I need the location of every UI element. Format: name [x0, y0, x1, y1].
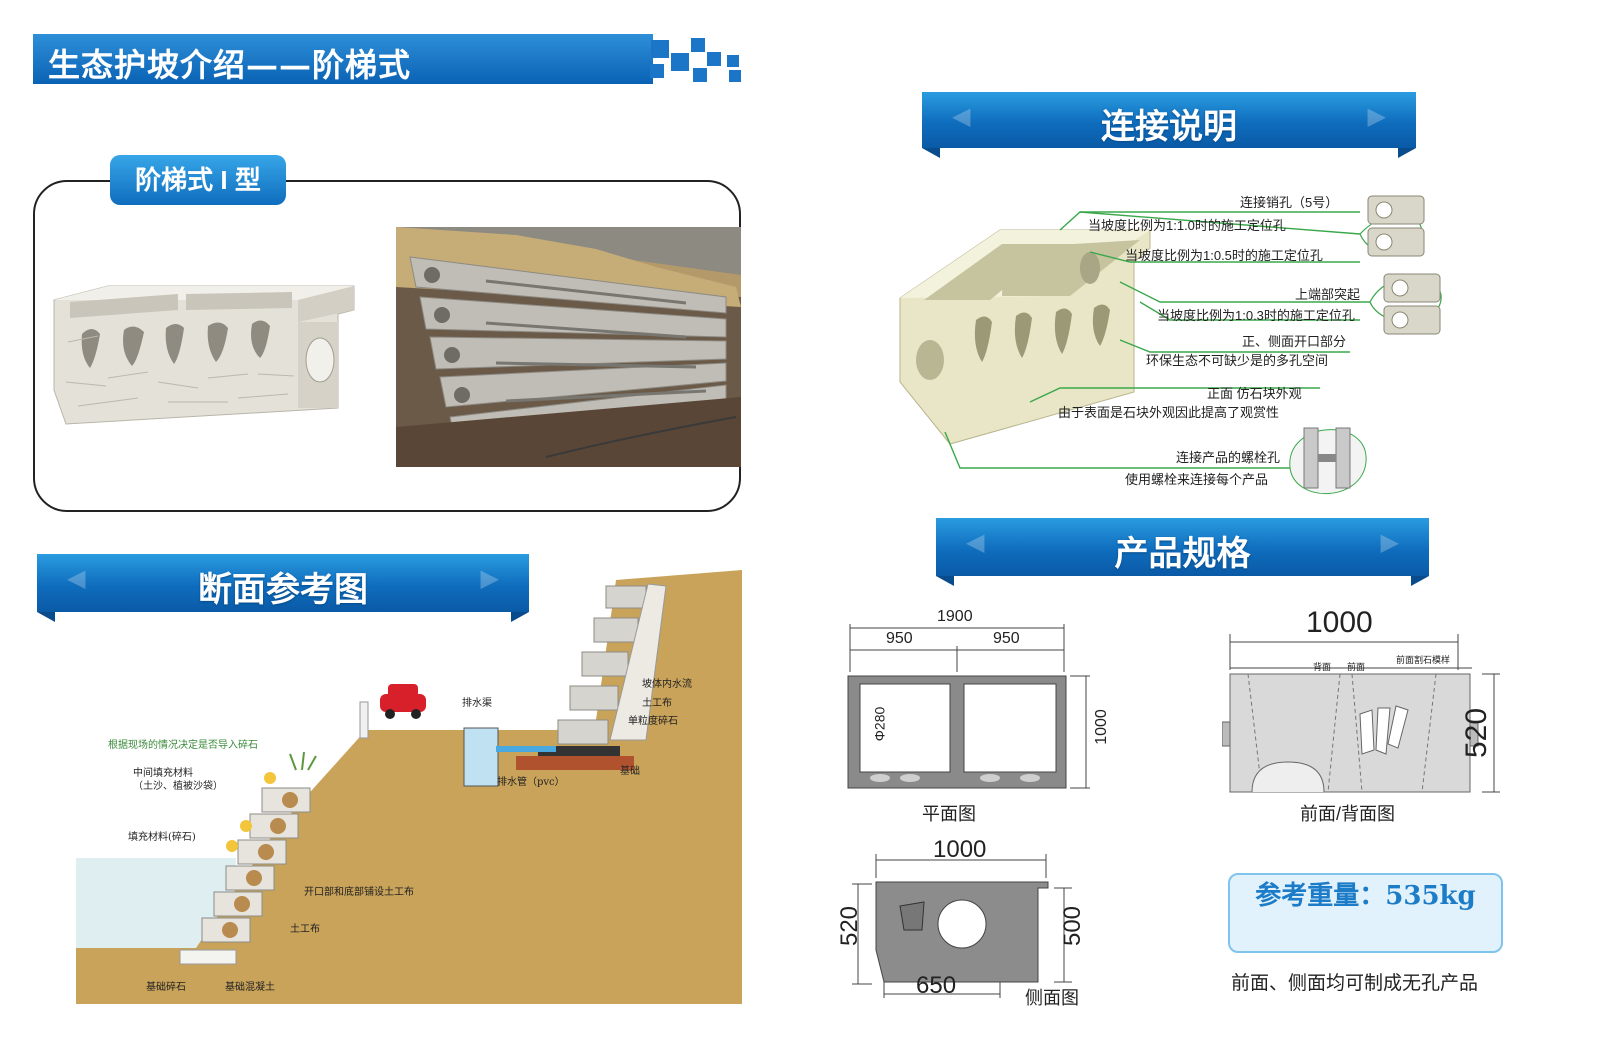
label-geotextile-2: 土工布 [642, 698, 672, 709]
label-base-stone: 基础碎石 [146, 982, 186, 993]
connection-title: 连接说明 [1101, 107, 1237, 147]
callout-porous-space: 环保生态不可缺少是的多孔空间 [1146, 353, 1329, 368]
label-single-gravel: 单粒度碎石 [628, 716, 678, 727]
label-slope-water: 坡体内水流 [642, 679, 692, 690]
callout-bolt-connect: 使用螺栓来连接每个产品 [1125, 472, 1269, 487]
callout-slope-0-3: 当坡度比例为1:0.3时的施工定位孔 [1157, 308, 1355, 323]
section-note: 根据现场的情况决定是否导入碎石 [108, 740, 258, 751]
side-left-dim: 520 [836, 905, 864, 947]
section-title: 断面参考图 [198, 570, 368, 610]
page-title: 生态护坡介绍——阶梯式 [48, 46, 412, 84]
label-drain-channel: 排水渠 [462, 698, 492, 709]
label-geotextile-open: 开口部和底部铺设土工布 [304, 887, 414, 898]
cross-section-diagram [76, 570, 742, 1004]
side-caption: 侧面图 [1025, 988, 1079, 1008]
callout-top-protrusion: 上端部突起 [1295, 287, 1361, 302]
label-mid-fill-sub: （土沙、植被沙袋） [133, 781, 223, 792]
front-back-label: 背面 [1313, 662, 1332, 672]
front-height-dim: 520 [1460, 707, 1494, 759]
front-front-label: 前面 [1347, 662, 1366, 672]
spec-note: 前面、侧面均可制成无孔产品 [1231, 973, 1479, 994]
callout-bolt-hole: 连接产品的螺栓孔 [1176, 450, 1281, 465]
spec-title: 产品规格 [1114, 534, 1251, 574]
front-caption: 前面/背面图 [1300, 804, 1396, 824]
callout-openings: 正、侧面开口部分 [1242, 334, 1347, 349]
plan-right-dim: 950 [993, 630, 1020, 647]
front-back-view-drawing [1222, 634, 1500, 793]
plan-total-dim: 1900 [937, 608, 973, 625]
label-foundation: 基础 [620, 766, 640, 777]
type-tag: 阶梯式 I 型 [110, 155, 286, 205]
side-top-dim: 1000 [933, 836, 987, 863]
front-width-dim: 1000 [1306, 606, 1373, 639]
side-view-drawing [852, 854, 1072, 998]
callout-stone-look: 正面 仿石块外观 [1207, 386, 1302, 401]
plan-view-drawing [847, 624, 1090, 789]
callout-slope-1-0: 当坡度比例为1:1.0时的施工定位孔 [1088, 218, 1286, 233]
plan-hole-dim: Φ280 [871, 706, 888, 742]
plan-caption: 平面图 [922, 804, 976, 824]
label-base-concrete: 基础混凝土 [225, 982, 275, 993]
callout-aesthetic: 由于表面是石块外观因此提高了观赏性 [1058, 405, 1280, 420]
label-fill: 填充材料(碎石) [128, 832, 196, 843]
side-bottom-dim: 650 [916, 972, 957, 999]
connection-diagram [899, 195, 1442, 494]
label-geotextile: 土工布 [290, 924, 320, 935]
plan-left-dim: 950 [886, 630, 913, 647]
side-right-dim: 500 [1059, 905, 1087, 947]
label-drain-pipe: 排水管（pvc） [497, 777, 565, 788]
site-photo [396, 227, 741, 467]
callout-pin-hole: 连接销孔（5号） [1240, 195, 1339, 210]
header-bar [33, 34, 653, 84]
plan-depth-dim: 1000 [1092, 709, 1110, 745]
block-photo [53, 285, 355, 425]
front-stone-label: 前面割石模样 [1396, 655, 1451, 665]
callout-slope-0-5: 当坡度比例为1:0.5时的施工定位孔 [1125, 248, 1323, 263]
weight-badge: 参考重量：535kg [1228, 873, 1503, 953]
label-mid-fill: 中间填充材料 [133, 768, 193, 779]
